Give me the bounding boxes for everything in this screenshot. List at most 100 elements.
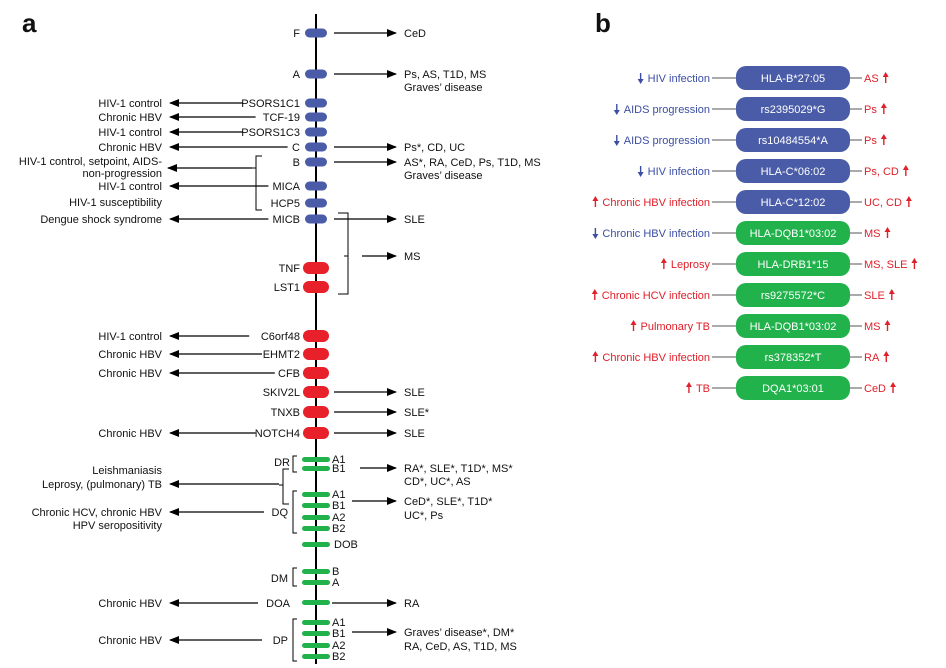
gene-label-EHMT2: EHMT2 [263, 349, 300, 361]
doa-marker [302, 600, 330, 605]
arrow-up-icon [888, 289, 895, 300]
dm-b-marker [302, 569, 330, 574]
gene-label-C6orf48: C6orf48 [261, 331, 300, 343]
left-assoc-CFB: Chronic HBV [98, 368, 162, 380]
left-assoc-NOTCH4: Chronic HBV [98, 428, 162, 440]
allele-label: HLA-DQB1*03:02 [750, 321, 837, 333]
gene-label-TNXB: TNXB [271, 407, 300, 419]
left-assoc-C: Chronic HBV [98, 142, 162, 154]
arrow-up-icon [890, 382, 897, 393]
allele-pill [736, 345, 850, 369]
dp-b1-label: B1 [332, 628, 345, 640]
allele-pill [736, 376, 850, 400]
arrow-up-icon [884, 320, 891, 331]
dr-a1-label: A1 [332, 454, 345, 466]
allele-pill [736, 128, 850, 152]
dq-b2-label: B2 [332, 523, 345, 535]
allele-pill [736, 159, 850, 183]
arrow-up-icon [880, 134, 887, 145]
gene-marker-CFB [303, 367, 329, 379]
gene-marker-C6orf48 [303, 330, 329, 342]
gene-marker-PSORS1C1 [305, 98, 327, 108]
dm-label: DM [271, 573, 288, 585]
doa-right-label: RA [404, 598, 420, 610]
dr-b1-marker [302, 466, 330, 471]
gene-marker-F [305, 28, 327, 38]
dob-marker [302, 542, 330, 547]
dp-right-line2: RA, CeD, AS, T1D, MS [404, 641, 517, 653]
dq-a1-label: A1 [332, 489, 345, 501]
gene-marker-B [305, 157, 327, 167]
right-disease: RA [864, 352, 880, 364]
right-assoc2-B: Graves’ disease [404, 170, 482, 182]
dq-right-line1: CeD*, SLE*, T1D* [404, 496, 493, 508]
left-phenotype: HIV infection [648, 166, 710, 178]
gene-label-F: F [293, 28, 300, 40]
right-disease: AS [864, 73, 879, 85]
right-disease: CeD [864, 383, 886, 395]
right-assoc2-A: Graves’ disease [404, 82, 482, 94]
dp-label: DP [273, 635, 288, 647]
arrow-up-icon [882, 72, 889, 83]
arrow-down-icon [637, 166, 644, 177]
dp-a1-marker [302, 620, 330, 625]
left-phenotype: Chronic HBV infection [602, 228, 710, 240]
left-assoc-MICA: HIV-1 control [98, 181, 162, 193]
allele-pill [736, 221, 850, 245]
left-phenotype: AIDS progression [624, 135, 710, 147]
dp-right-line1: Graves’ disease*, DM* [404, 627, 515, 639]
left-phenotype: AIDS progression [624, 104, 710, 116]
dq-bracket [292, 490, 297, 534]
right-disease: SLE [864, 290, 885, 302]
gene-marker-C [305, 142, 327, 152]
gene-label-TCF19: TCF-19 [263, 112, 300, 124]
right-assoc-C: Ps*, CD, UC [404, 142, 465, 154]
left-phenotype: Pulmonary TB [641, 321, 711, 333]
gene-marker-TNF [303, 262, 329, 274]
allele-label: HLA-DQB1*03:02 [750, 228, 837, 240]
b-hcp5-bracket [255, 155, 262, 211]
gene-marker-TCF19 [305, 112, 327, 122]
right-disease: Ps [864, 104, 877, 116]
dm-a-label: A [332, 577, 340, 589]
dm-a-marker [302, 580, 330, 585]
allele-label: rs378352*T [765, 352, 822, 364]
right-assoc-MICB: SLE [404, 214, 425, 226]
dm-b-label: B [332, 566, 339, 578]
dq-left-line1: Chronic HCV, chronic HBV [32, 507, 163, 519]
arrow-down-icon [613, 104, 620, 115]
panel-a-letter: a [22, 8, 37, 38]
arrow-up-icon [883, 351, 890, 362]
dp-b2-marker [302, 654, 330, 659]
doa-left-label: Chronic HBV [98, 598, 162, 610]
leish-line2: Leprosy, (pulmonary) TB [42, 479, 162, 491]
allele-label: HLA-B*27:05 [761, 73, 825, 85]
arrow-up-icon [685, 382, 692, 393]
dq-b1-label: B1 [332, 500, 345, 512]
gene-label-TNF: TNF [279, 263, 301, 275]
hiv-multi-line1: HIV-1 control, setpoint, AIDS- [19, 156, 162, 168]
dq-left-line2: HPV seropositivity [73, 520, 163, 532]
dq-label: DQ [272, 507, 289, 519]
allele-label: DQA1*03:01 [762, 383, 824, 395]
gene-label-MICB: MICB [273, 214, 301, 226]
allele-pill [736, 66, 850, 90]
arrow-up-icon [880, 103, 887, 114]
allele-label: rs10484554*A [758, 135, 828, 147]
left-phenotype: Leprosy [671, 259, 711, 271]
allele-pill [736, 97, 850, 121]
left-assoc-EHMT2: Chronic HBV [98, 349, 162, 361]
ms-label: MS [404, 251, 421, 263]
doa-label: DOA [266, 598, 291, 610]
left-phenotype: Chronic HBV infection [602, 197, 710, 209]
right-assoc-SKIV2L: SLE [404, 387, 425, 399]
arrow-up-icon [902, 165, 909, 176]
gene-label-A: A [293, 69, 301, 81]
gene-label-MICA: MICA [273, 181, 301, 193]
dr-bracket [292, 455, 297, 473]
arrow-down-icon [637, 73, 644, 84]
gene-marker-MICA [305, 181, 327, 191]
dm-bracket [292, 567, 297, 587]
allele-label: HLA-DRB1*15 [758, 259, 829, 271]
